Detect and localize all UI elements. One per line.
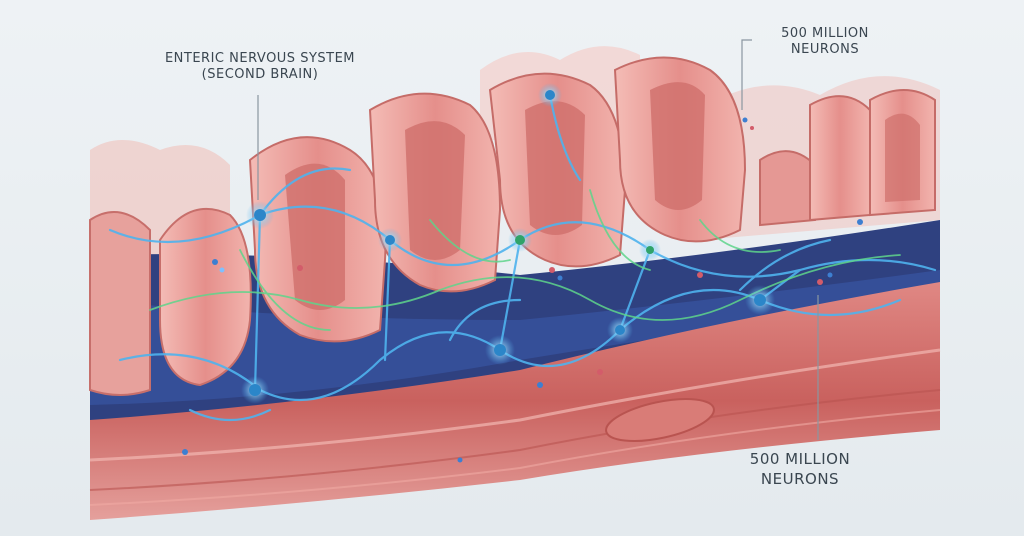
neuron-cell [538,83,562,107]
label-bottom-right-line1: 500 MILLION [749,450,851,468]
neuron-cell [607,317,633,343]
neuron-cell [485,335,515,365]
label-ens-line1: ENTERIC NERVOUS SYSTEM [164,51,356,66]
label-ens: ENTERIC NERVOUS SYSTEM (SECOND BRAIN) [140,51,380,83]
neuron-cell [246,201,274,229]
neuron-cell [508,228,532,252]
neuron-cell [745,285,775,315]
label-top-right-line2: NEURONS [790,42,860,57]
label-top-right: 500 MILLION NEURONS [760,26,890,58]
villus-right-2 [809,95,871,222]
neuron-cell [241,376,269,404]
label-top-right-line1: 500 MILLION [781,26,869,41]
label-ens-line2: (SECOND BRAIN) [201,67,319,82]
leader-lines [257,39,819,440]
leader-line-top-right [741,39,752,110]
particles [182,117,863,463]
neurons [241,83,775,404]
villus-right-1 [759,150,816,227]
label-bottom-right: 500 MILLION NEURONS [725,449,875,489]
neuron-cell [378,228,402,252]
muscle-layer [89,282,941,520]
label-bottom-right-line2: NEURONS [760,470,840,488]
neuron-cell [639,239,661,261]
